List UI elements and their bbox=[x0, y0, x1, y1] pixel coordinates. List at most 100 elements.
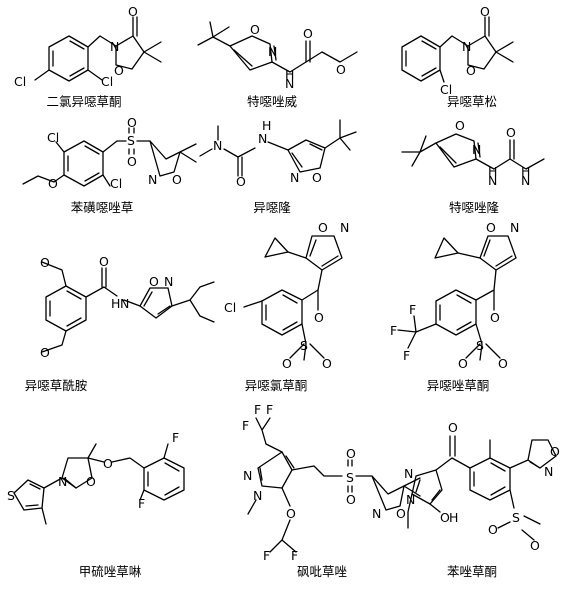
atom: N bbox=[120, 296, 129, 311]
compound-8-bonds bbox=[243, 235, 343, 361]
atom: F bbox=[291, 548, 298, 563]
compound-name: 苯磺噁唑草 bbox=[71, 200, 134, 215]
compound-name: 苯唑草酮 bbox=[447, 564, 497, 579]
compound-name: 特噁唑威 bbox=[247, 94, 298, 109]
atom: N bbox=[164, 274, 173, 289]
atom: O bbox=[250, 22, 260, 37]
atom: H bbox=[262, 118, 271, 133]
compound-name: 异噁唑草酮 bbox=[427, 378, 490, 393]
compound-6: O N N H N H O 特噁唑隆 bbox=[401, 118, 545, 215]
compound-2: O N N H O O 特噁唑威 bbox=[197, 21, 358, 109]
atom: O bbox=[458, 356, 468, 371]
atom: F bbox=[138, 496, 145, 511]
atom: S bbox=[512, 510, 520, 525]
atom: F bbox=[263, 548, 270, 563]
atom: Cl bbox=[101, 74, 113, 89]
compound-7: O O H N O N O 异噁草酰胺 bbox=[25, 254, 215, 393]
atom: N bbox=[213, 138, 222, 153]
atom: Cl bbox=[14, 74, 26, 89]
atom: N bbox=[521, 173, 530, 188]
atom: H bbox=[521, 164, 530, 179]
atom: O bbox=[322, 356, 332, 371]
atom: S bbox=[127, 133, 135, 148]
atom: S bbox=[346, 470, 354, 485]
atom: H bbox=[488, 164, 497, 179]
atom: Cl bbox=[47, 130, 59, 145]
atom: O bbox=[455, 118, 465, 133]
atom: O bbox=[103, 456, 113, 471]
compound-1: O N O Cl Cl 二氯异噁草酮 bbox=[14, 4, 162, 109]
atom: S bbox=[7, 488, 15, 503]
atom: O bbox=[346, 492, 356, 507]
atom: N bbox=[148, 172, 157, 187]
atom: N bbox=[340, 220, 349, 235]
atom: O bbox=[40, 255, 50, 270]
compound-name: 异噁隆 bbox=[253, 200, 291, 215]
compound-10-bonds bbox=[13, 443, 185, 525]
compound-2-bonds bbox=[197, 21, 358, 73]
atom: O bbox=[440, 510, 450, 525]
atom: N bbox=[488, 173, 497, 188]
atom: O bbox=[480, 4, 490, 19]
atom: H bbox=[111, 296, 120, 311]
atom: O bbox=[282, 356, 292, 371]
atom: O bbox=[312, 170, 322, 185]
compound-11: F F F S O O N N O F F N O 砜吡草唑 bbox=[242, 402, 421, 579]
atom: O bbox=[486, 220, 496, 235]
atom: O bbox=[149, 274, 159, 289]
atom: F bbox=[242, 418, 249, 433]
compound-7-bonds bbox=[41, 261, 215, 353]
atom: O bbox=[236, 174, 246, 189]
atom: N bbox=[462, 39, 471, 54]
atom: N bbox=[406, 492, 415, 507]
atom: Cl bbox=[440, 82, 452, 97]
compound-name: 异噁草松 bbox=[447, 94, 497, 109]
atom: O bbox=[490, 310, 500, 325]
atom: N bbox=[258, 131, 267, 146]
atom: O bbox=[127, 154, 137, 169]
atom: O bbox=[99, 254, 109, 269]
compound-name: 甲硫唑草啉 bbox=[79, 564, 142, 579]
atom: N bbox=[253, 488, 262, 503]
atom: O bbox=[448, 420, 458, 435]
compound-6-bonds bbox=[401, 133, 545, 170]
compound-3-bonds bbox=[401, 16, 514, 83]
atom: O bbox=[286, 506, 296, 521]
atom: N bbox=[285, 76, 294, 91]
atom: F bbox=[390, 323, 397, 338]
atom: N bbox=[372, 506, 381, 521]
atom: O bbox=[336, 62, 346, 77]
atom: O bbox=[506, 125, 516, 140]
compound-9-bonds bbox=[397, 235, 517, 361]
atom: F bbox=[409, 302, 416, 317]
atom: N bbox=[544, 464, 553, 479]
atom: N bbox=[290, 170, 299, 185]
atom: O bbox=[550, 444, 560, 459]
atom: O bbox=[128, 4, 138, 19]
atom: S bbox=[476, 338, 484, 353]
atom: F bbox=[172, 430, 179, 445]
atom: N bbox=[510, 220, 519, 235]
compound-12-bonds bbox=[407, 435, 557, 541]
compound-8: O N Cl O S O O 异噁氯草酮 bbox=[224, 220, 349, 393]
atom: N bbox=[110, 39, 119, 54]
atom: O bbox=[127, 115, 137, 130]
atom: H bbox=[285, 67, 294, 82]
compound-12: O O N N N O H S O O 苯唑草酮 bbox=[404, 420, 560, 579]
atom: O bbox=[86, 474, 96, 489]
atom: N bbox=[472, 142, 481, 157]
compound-5: N H N O N O 异噁隆 bbox=[199, 118, 357, 215]
atom: O bbox=[314, 310, 324, 325]
atom: F bbox=[403, 348, 410, 363]
compound-name: 二氯异噁草酮 bbox=[46, 94, 121, 109]
atom: F bbox=[266, 402, 273, 417]
atom: O bbox=[172, 172, 182, 187]
compound-5-bonds bbox=[199, 119, 357, 177]
atom: O bbox=[346, 446, 356, 461]
atom: O bbox=[498, 356, 508, 371]
atom: O bbox=[488, 522, 498, 537]
compound-name: 特噁唑隆 bbox=[449, 200, 500, 215]
compound-name: 砜吡草唑 bbox=[297, 564, 348, 579]
